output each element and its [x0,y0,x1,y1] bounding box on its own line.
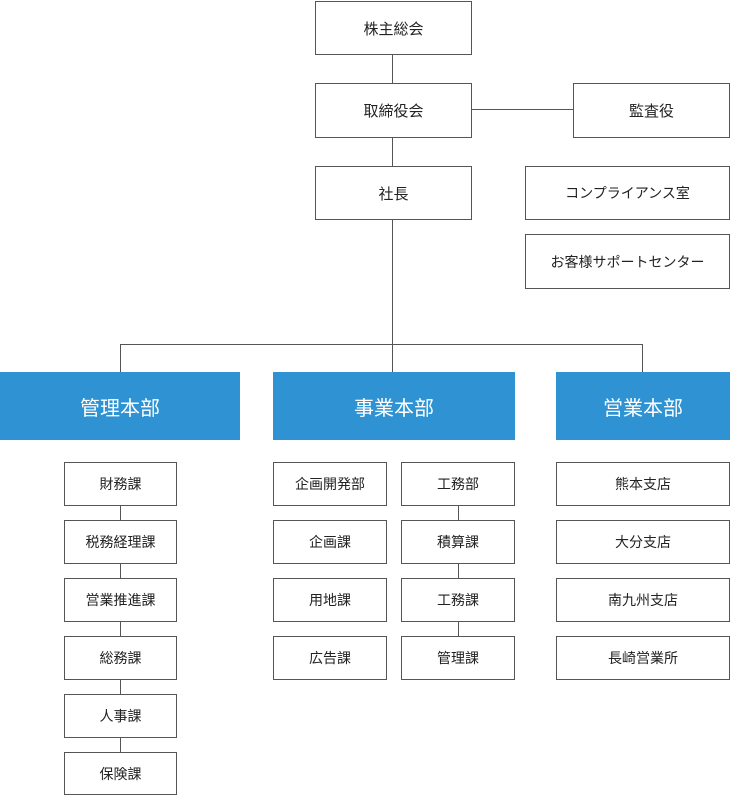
president-box: 社長 [315,166,472,220]
business-right-box: 積算課 [401,520,515,564]
connector-shareholders-board [392,54,393,84]
compliance-office-box: コンプライアンス室 [525,166,730,220]
business-left-box: 広告課 [273,636,387,680]
connector-board-president [392,137,393,167]
sales-branch-box: 長崎営業所 [556,636,730,680]
customer-support-center-box: お客様サポートセンター [525,234,730,289]
management-division-header: 管理本部 [0,372,240,440]
management-section-box: 総務課 [64,636,177,680]
management-section-box: 人事課 [64,694,177,738]
auditor-box: 監査役 [573,83,730,138]
connector-board-auditor [471,109,573,110]
business-right-box: 管理課 [401,636,515,680]
business-left-box: 企画課 [273,520,387,564]
business-right-box: 工務部 [401,462,515,506]
connector-management-sections [120,505,121,753]
business-left-box: 企画開発部 [273,462,387,506]
sales-branch-box: 熊本支店 [556,462,730,506]
connector-business-right-sections [458,505,459,637]
sales-branch-box: 南九州支店 [556,578,730,622]
connector-management-drop [120,344,121,372]
connector-sales-drop [642,344,643,372]
business-division-header: 事業本部 [273,372,515,440]
sales-division-header: 営業本部 [556,372,730,440]
connector-president-down [392,219,393,344]
connector-horizontal [120,344,642,345]
shareholders-meeting-box: 株主総会 [315,1,472,55]
sales-branch-box: 大分支店 [556,520,730,564]
connector-business-drop [392,344,393,372]
management-section-box: 財務課 [64,462,177,506]
board-of-directors-box: 取締役会 [315,83,472,138]
management-section-box: 営業推進課 [64,578,177,622]
management-section-box: 税務経理課 [64,520,177,564]
management-section-box: 保険課 [64,752,177,795]
business-left-box: 用地課 [273,578,387,622]
business-right-box: 工務課 [401,578,515,622]
